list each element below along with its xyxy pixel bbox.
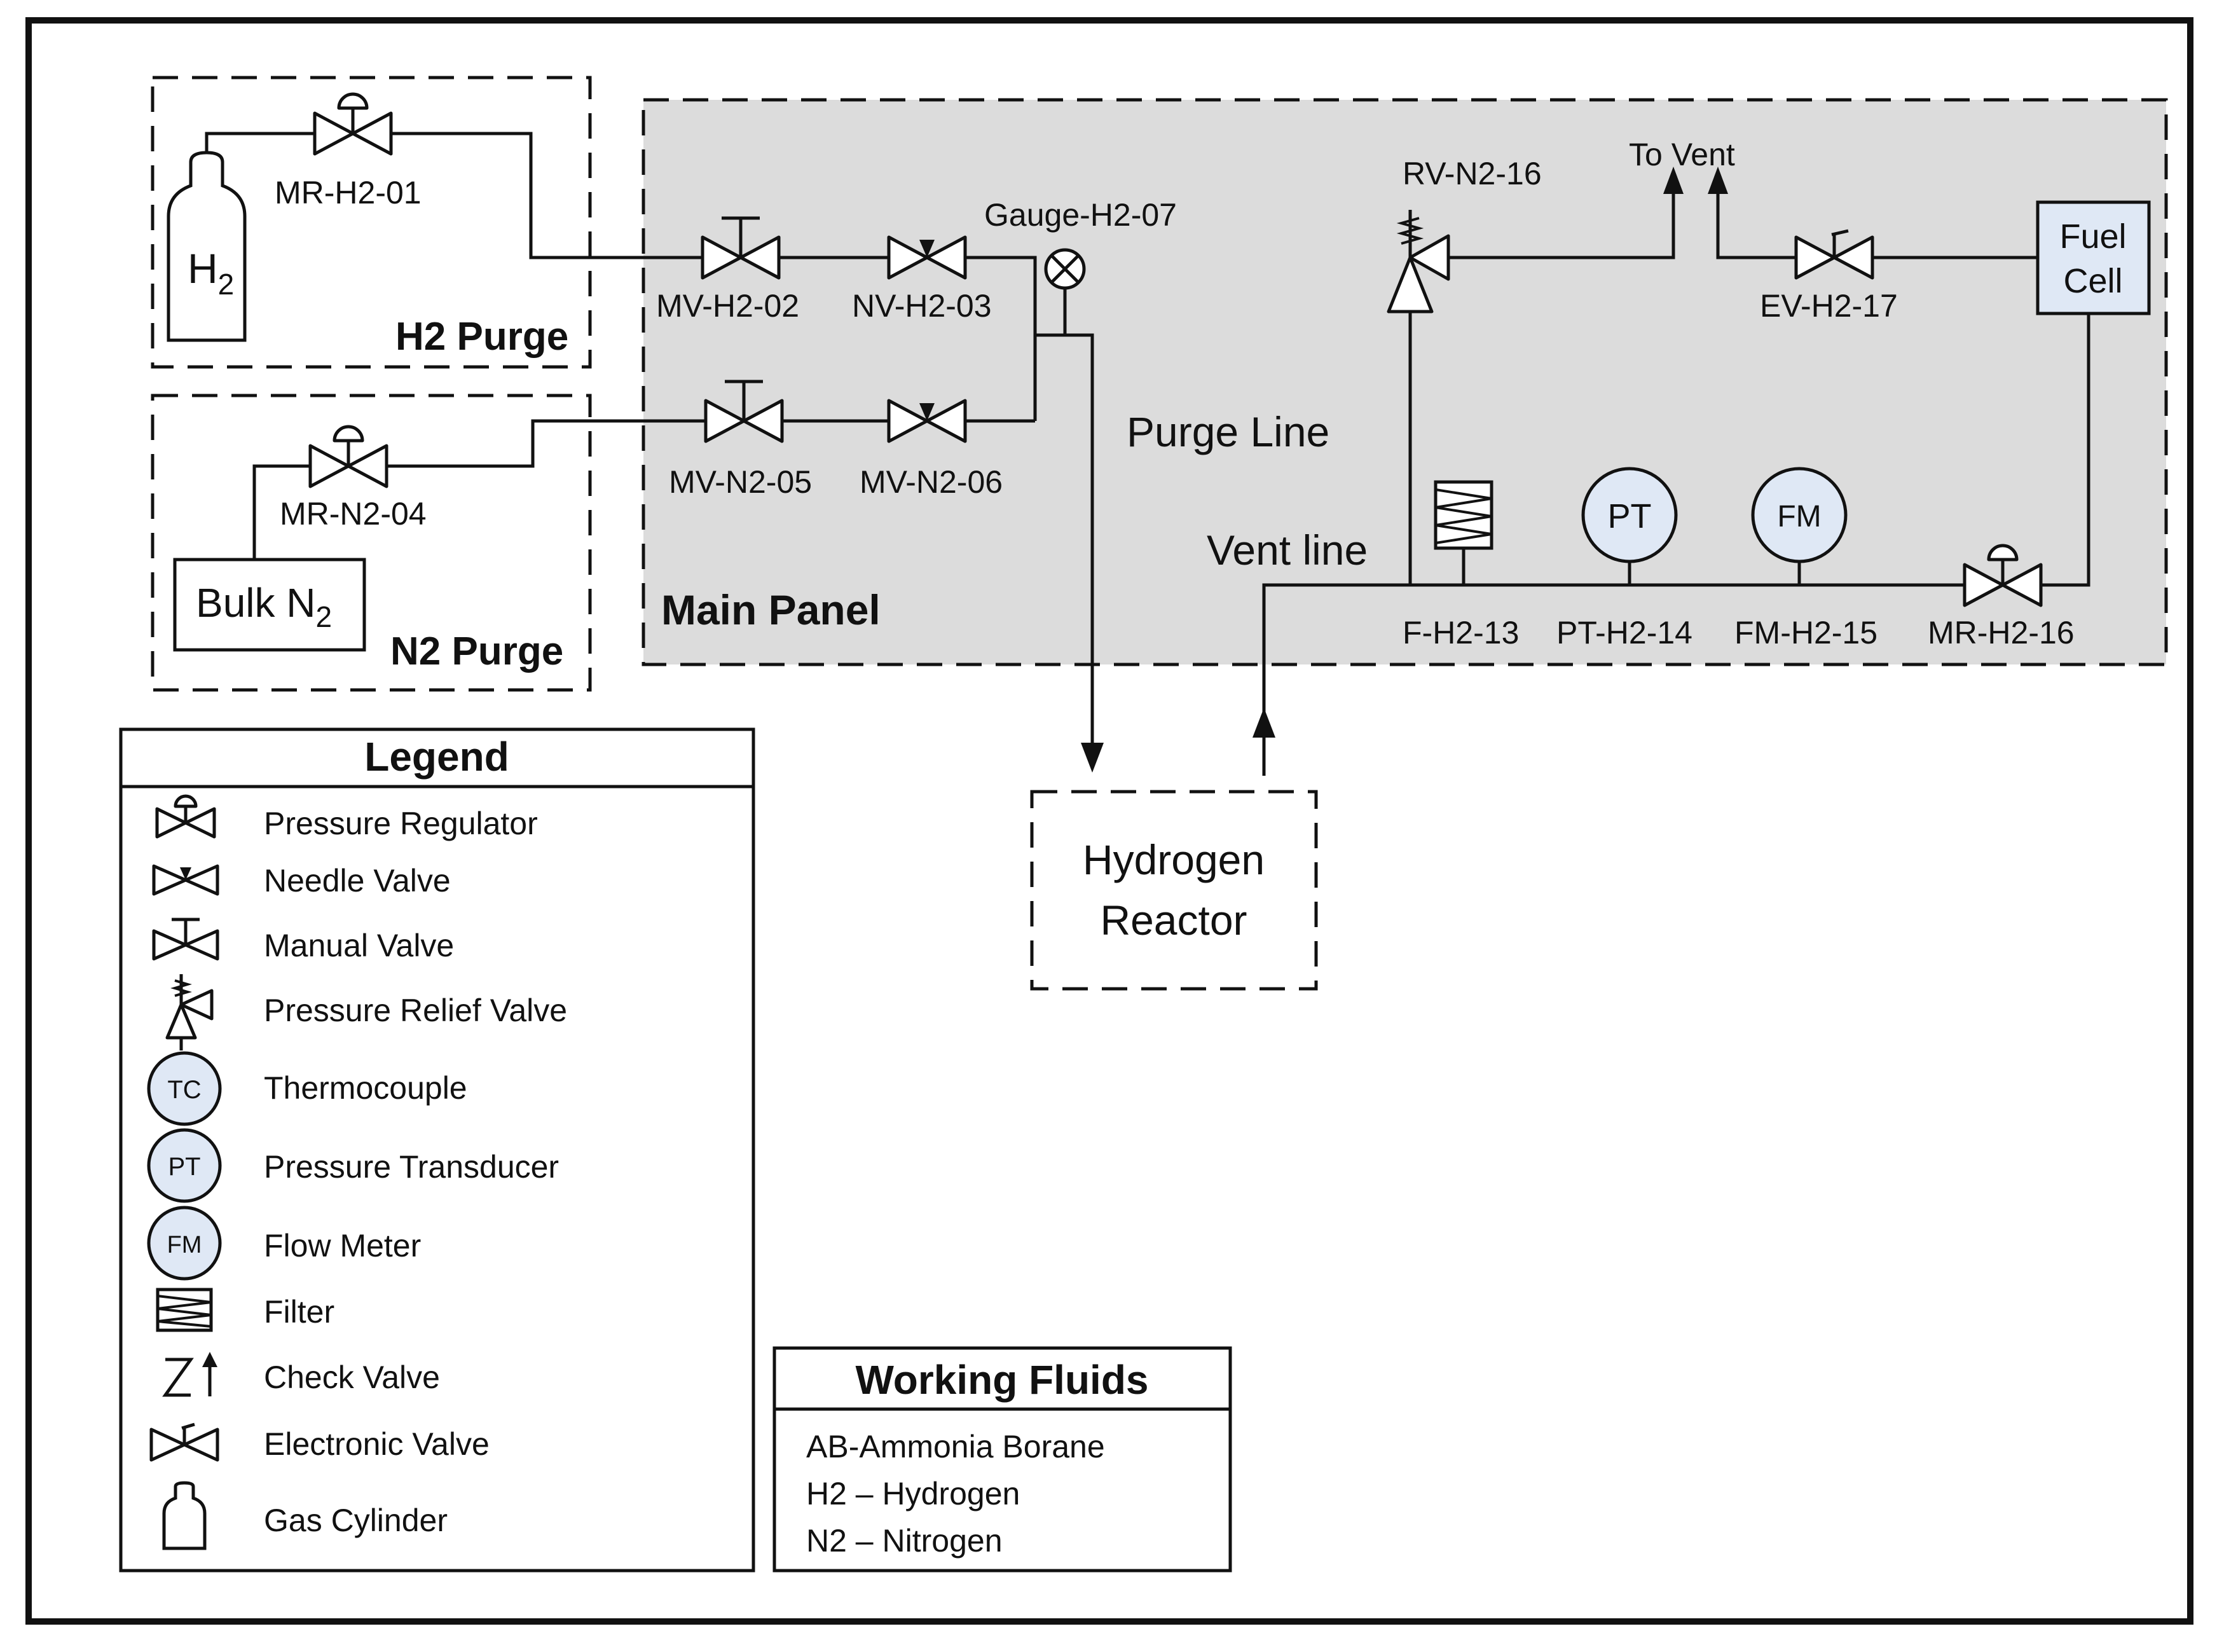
nv-h2-03-label: NV-H2-03: [852, 288, 992, 324]
working-fluids-panel: Working Fluids AB-Ammonia Borane H2 – Hy…: [772, 1346, 1232, 1573]
reactor-label-line1: Hydrogen: [1083, 836, 1265, 883]
n2-supply-line: [252, 419, 706, 560]
mr-h2-16-label: MR-H2-16: [1928, 615, 2075, 650]
legend-flow-meter-tag: FM: [167, 1232, 202, 1258]
working-fluids-title: Working Fluids: [855, 1357, 1148, 1403]
fm-h2-15-icon: [1751, 467, 1848, 563]
legend-pressure-regulator-icon: [155, 794, 216, 839]
reactor-label-line2: Reactor: [1100, 897, 1247, 944]
mr-n2-04-pressure-regulator-icon: [310, 425, 387, 486]
legend-needle-valve-icon: [152, 864, 219, 896]
legend-flow-meter-icon: [147, 1206, 222, 1281]
mr-h2-16-pressure-regulator-icon: [1965, 544, 2041, 605]
main-panel-label: Main Panel: [661, 586, 881, 633]
vent-line-label: Vent line: [1207, 527, 1368, 574]
pt-h2-14-icon: [1581, 467, 1678, 563]
to-vent-label: To Vent: [1629, 137, 1735, 172]
legend-label-gas-cylinder: Gas Cylinder: [264, 1503, 448, 1538]
h2-line-to-junction: [965, 256, 1094, 749]
fuel-cell-label-line1: Fuel: [2059, 217, 2126, 256]
legend-label-flow-meter: Flow Meter: [264, 1228, 421, 1263]
legend-label-needle-valve: Needle Valve: [264, 863, 451, 898]
h2-purge-label: H2 Purge: [395, 315, 568, 359]
nv-h2-03-needle-valve-icon[interactable]: [889, 237, 965, 278]
legend-pressure-transducer-tag: PT: [168, 1153, 200, 1181]
legend-electronic-valve-icon: [149, 1422, 219, 1462]
legend-check-valve-icon: [162, 1352, 217, 1397]
legend-title: Legend: [364, 734, 509, 780]
legend-label-pressure-relief-valve: Pressure Relief Valve: [264, 993, 567, 1028]
vent-right-branch: [1716, 191, 2038, 259]
fm-h2-15-label: FM-H2-15: [1734, 615, 1877, 650]
to-vent-left-arrow-icon: [1663, 167, 1684, 194]
fm-h2-15-symbol: FM: [1777, 500, 1821, 533]
to-vent-right-arrow-icon: [1708, 167, 1728, 194]
legend-label-pressure-transducer: Pressure Transducer: [264, 1149, 559, 1185]
legend-label-electronic-valve: Electronic Valve: [264, 1426, 490, 1462]
legend-gas-cylinder-icon: [162, 1481, 207, 1550]
legend-pressure-relief-valve-icon: [165, 974, 214, 1050]
fuel-cell-label-line2: Cell: [2063, 262, 2122, 300]
legend-manual-valve-icon: [152, 918, 219, 961]
hydrogen-reactor-box: [1030, 790, 1318, 991]
outer-frame: [25, 17, 2193, 1625]
mr-n2-04-label: MR-N2-04: [280, 496, 427, 532]
legend-panel: Legend Pressure Regulator Needle Valve M…: [119, 727, 755, 1573]
mv-n2-05-label: MV-N2-05: [669, 464, 812, 500]
legend-thermocouple-icon: [147, 1051, 222, 1126]
working-fluid-item: AB-Ammonia Borane: [806, 1429, 1105, 1464]
f-h2-13-label: F-H2-13: [1403, 615, 1519, 650]
n2-purge-region: [151, 394, 592, 692]
bulk-n2-label: Bulk N2: [196, 580, 332, 633]
mv-n2-05-manual-valve-icon[interactable]: [706, 380, 782, 441]
mr-h2-01-label: MR-H2-01: [275, 175, 422, 210]
purge-line-label: Purge Line: [1127, 408, 1329, 455]
vent-left-branch: [1408, 191, 1675, 585]
gauge-h2-07-icon: [1044, 248, 1086, 290]
legend-pressure-transducer-icon: [147, 1128, 222, 1203]
n2-purge-label: N2 Purge: [390, 630, 563, 673]
purge-arrow-down-icon: [1081, 743, 1104, 773]
ev-h2-17-label: EV-H2-17: [1760, 288, 1898, 324]
h2-cylinder-label: H2: [188, 245, 234, 301]
legend-label-filter: Filter: [264, 1294, 334, 1330]
legend-thermocouple-tag: TC: [167, 1076, 201, 1104]
f-h2-13-filter-icon: [1434, 480, 1493, 550]
legend-label-pressure-regulator: Pressure Regulator: [264, 806, 538, 841]
pt-h2-14-label: PT-H2-14: [1556, 615, 1692, 650]
mv-n2-06-needle-valve-icon[interactable]: [889, 401, 965, 441]
h2-purge-region: [151, 76, 592, 369]
gauge-h2-07-label: Gauge-H2-07: [984, 197, 1177, 233]
mr-h2-01-pressure-regulator-icon: [315, 92, 391, 154]
mv-h2-02-label: MV-H2-02: [656, 288, 799, 324]
main-panel-region: [642, 98, 2168, 666]
bulk-n2-box: [173, 558, 366, 652]
working-fluid-item: H2 – Hydrogen: [806, 1476, 1020, 1511]
legend-label-thermocouple: Thermocouple: [264, 1070, 467, 1106]
ev-h2-17-electronic-valve-icon[interactable]: [1796, 229, 1872, 278]
fuel-cell-box: [2036, 200, 2151, 315]
h2-supply-line: [205, 132, 706, 259]
mv-h2-02-manual-valve-icon[interactable]: [703, 216, 779, 278]
legend-label-manual-valve: Manual Valve: [264, 928, 454, 963]
vent-arrow-up-icon: [1253, 708, 1275, 738]
rv-n2-16-pressure-relief-valve-icon[interactable]: [1387, 210, 1450, 313]
legend-filter-icon: [156, 1288, 213, 1332]
rv-n2-16-label: RV-N2-16: [1403, 156, 1542, 191]
pt-h2-14-symbol: PT: [1607, 497, 1651, 535]
mv-n2-06-label: MV-N2-06: [860, 464, 1003, 500]
legend-label-check-valve: Check Valve: [264, 1359, 440, 1395]
working-fluid-item: N2 – Nitrogen: [806, 1523, 1003, 1559]
